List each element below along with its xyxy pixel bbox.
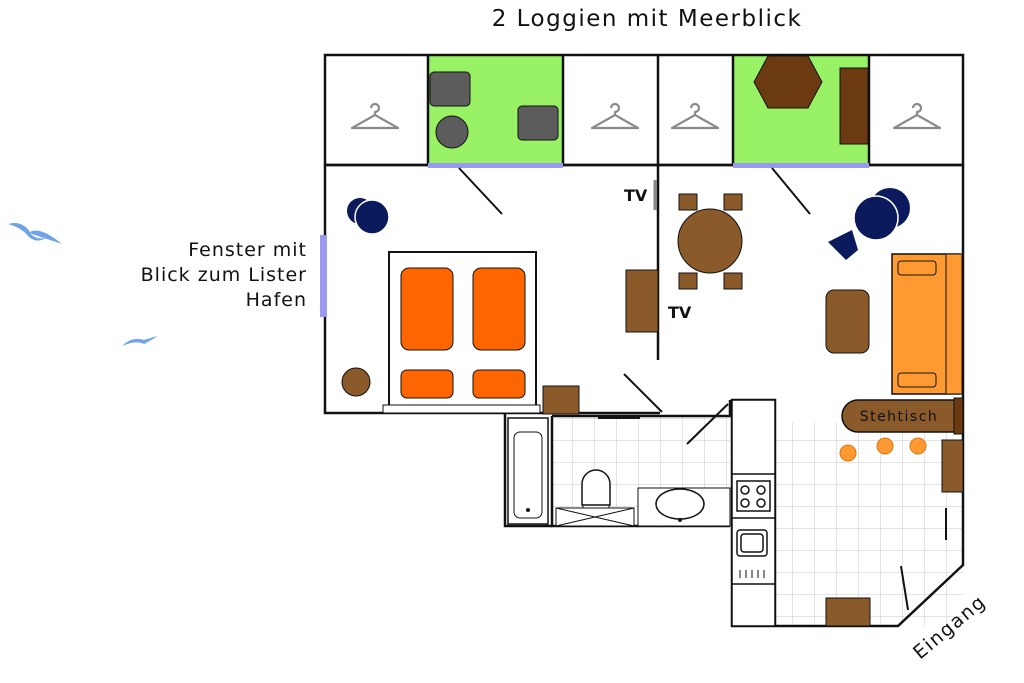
loggia-bench	[839, 67, 869, 145]
plan-title: 2 Loggien mit Meerblick	[492, 6, 803, 32]
sofa-cushion	[897, 372, 937, 388]
hanger-icon	[892, 102, 942, 130]
hanger-icon	[670, 102, 720, 130]
bed-footboard	[382, 404, 541, 414]
toilet-icon	[581, 469, 611, 506]
loggia-chair	[429, 71, 471, 107]
kitchen-sink-icon	[736, 529, 768, 557]
kitchen-counter	[731, 399, 776, 627]
window-loggia-right	[733, 163, 869, 168]
dining-chair	[678, 272, 698, 290]
window-note-line-1: Fenster mit	[188, 239, 307, 261]
tv-cabinet	[625, 269, 659, 333]
window-west	[320, 235, 327, 317]
door-swings	[458, 167, 947, 611]
dining-chair	[678, 193, 698, 211]
bathtub-inner	[513, 431, 543, 519]
chair-navy	[354, 199, 390, 235]
dining-chair	[723, 193, 743, 211]
footstool-navy	[828, 230, 858, 260]
stove-icon	[736, 480, 771, 512]
window-note-line-2: Blick zum Lister	[141, 264, 307, 286]
window-note-line-3: Hafen	[246, 289, 307, 311]
bar-stool	[839, 444, 857, 462]
bathtub-drain	[526, 508, 530, 512]
mattress-left	[400, 267, 454, 351]
bar-table-post	[953, 397, 964, 435]
side-table	[341, 367, 371, 397]
shower-cross	[555, 507, 635, 527]
sink-drain	[678, 518, 682, 522]
pillow-left	[400, 369, 454, 399]
mattress-right	[472, 267, 526, 351]
window-loggia-left	[428, 163, 563, 168]
nightstand	[542, 385, 580, 415]
tv-label-living: TV	[624, 186, 648, 205]
hanger-icon	[350, 102, 400, 130]
loggia-hexagon-table	[753, 55, 823, 109]
pillow-right	[472, 369, 526, 399]
coffee-table	[825, 289, 870, 354]
sofa-back	[945, 253, 963, 395]
loggia-chair	[517, 105, 559, 141]
sofa-cushion	[897, 260, 937, 276]
dining-table	[677, 208, 743, 274]
entrance-bench	[825, 597, 871, 627]
bar-table	[841, 399, 961, 433]
seagull-icon	[122, 336, 158, 346]
tv-label-bedroom: TV	[668, 303, 692, 322]
armchair-navy	[853, 195, 899, 241]
kitchen-tile-floor	[775, 422, 963, 626]
dining-chair	[723, 272, 743, 290]
bar-table-label: Stehtisch	[860, 409, 939, 425]
seagull-icon	[8, 223, 62, 244]
counter-detail	[739, 570, 765, 578]
bar-stool	[876, 437, 894, 455]
shoe-cabinet	[941, 439, 964, 493]
bar-stool	[909, 437, 927, 455]
hanger-icon	[590, 102, 640, 130]
loggia-table	[435, 115, 469, 149]
sink-icon	[655, 488, 705, 520]
